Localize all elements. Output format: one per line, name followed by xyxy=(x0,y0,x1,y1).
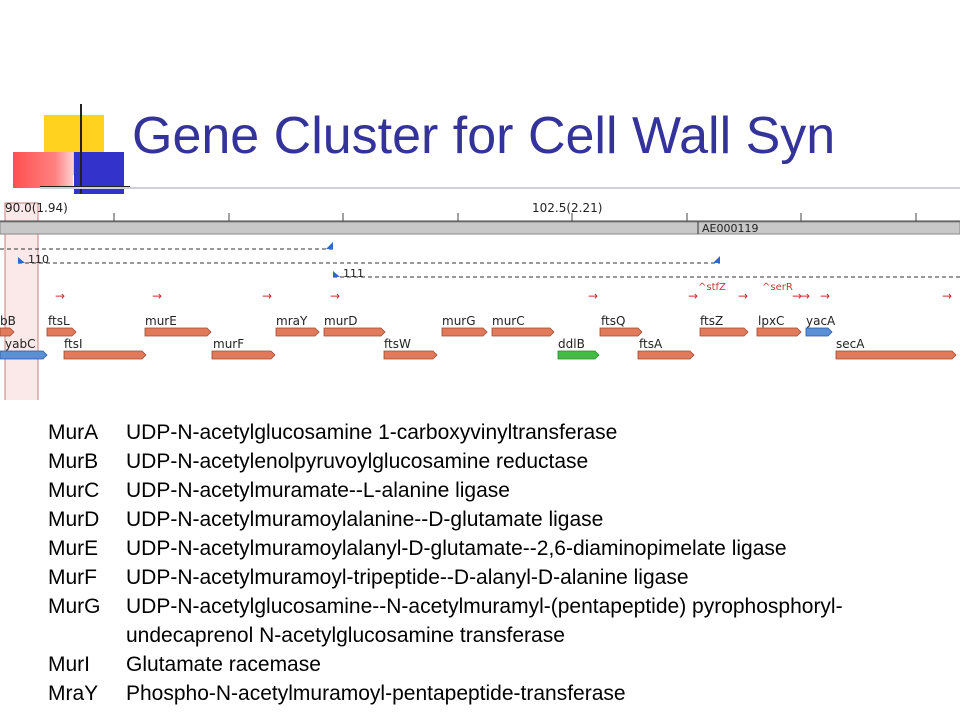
svg-text:→: → xyxy=(738,289,748,303)
selection-highlight xyxy=(4,202,39,400)
gene-label-yacA: yacA xyxy=(806,314,836,328)
title-divider xyxy=(40,187,960,189)
gene-label-ftsA: ftsA xyxy=(639,337,663,351)
logo-red-square xyxy=(13,152,73,188)
enzyme-name: UDP-N-acetylenolpyruvoylglucosamine redu… xyxy=(126,450,589,473)
site-label-stfZ: ^stfZ xyxy=(698,282,726,293)
svg-text:→: → xyxy=(820,289,830,303)
enzyme-name: UDP-N-acetylglucosamine 1-carboxyvinyltr… xyxy=(126,421,618,444)
enzyme-name: UDP-N-acetylmuramoylalanyl-D-glutamate--… xyxy=(126,537,787,560)
svg-text:→: → xyxy=(792,289,802,303)
gene-arrow-bB xyxy=(0,327,15,337)
contig-marker xyxy=(713,256,720,263)
svg-text:→: → xyxy=(262,289,272,303)
gene-arrow-yacA xyxy=(805,327,833,337)
gene-label-murC: murC xyxy=(492,314,525,328)
gene-arrow-murF xyxy=(211,350,276,360)
gene-label-ftsW: ftsW xyxy=(384,337,411,351)
gene-arrow-murC xyxy=(491,327,555,337)
gene-arrow-ftsI xyxy=(63,350,147,360)
enzyme-name: UDP-N-acetylglucosamine--N-acetylmuramyl… xyxy=(126,595,843,618)
contig-marker xyxy=(326,242,333,249)
enzyme-name: undecaprenol N-acetylglucosamine transfe… xyxy=(126,624,565,647)
gene-arrow-murG xyxy=(441,327,488,337)
accession-label: AE000119 xyxy=(702,222,758,235)
svg-text:→: → xyxy=(800,289,810,303)
accession-bar xyxy=(0,221,960,235)
gene-arrow-secA xyxy=(835,350,957,360)
enzyme-symbol: MurB xyxy=(48,450,99,473)
gene-label-ftsI: ftsI xyxy=(64,337,83,351)
gene-label-bB: bB xyxy=(0,314,16,328)
contig-label-110: 110 xyxy=(28,253,49,266)
gene-label-murD: murD xyxy=(324,314,357,328)
gene-arrow-mraY xyxy=(275,327,320,337)
gene-label-lpxC: lpxC xyxy=(758,314,784,328)
svg-text:→: → xyxy=(688,289,698,303)
gene-arrow-yabC xyxy=(0,350,48,360)
svg-text:→: → xyxy=(588,289,598,303)
contig-marker xyxy=(333,271,340,277)
gene-arrow-murE xyxy=(144,327,212,337)
contig-lines xyxy=(0,248,960,278)
enzyme-name: UDP-N-acetylmuramoylalanine--D-glutamate… xyxy=(126,508,604,531)
gene-label-ftsZ: ftsZ xyxy=(700,314,723,328)
enzyme-symbol: MurD xyxy=(48,508,100,531)
genome-browser: 90.0(1.94) 102.5(2.21) AE000119 110 111 … xyxy=(0,201,960,400)
slide-title: Gene Cluster for Cell Wall Syn xyxy=(132,107,836,165)
gene-label-ftsL: ftsL xyxy=(48,314,70,328)
gene-label-secA: secA xyxy=(836,337,865,351)
gene-label-ftsQ: ftsQ xyxy=(601,314,625,328)
gene-label-murF: murF xyxy=(213,337,244,351)
enzyme-name: UDP-N-acetylmuramate--L-alanine ligase xyxy=(126,479,510,502)
svg-text:→: → xyxy=(55,289,65,303)
gene-arrow-ftsQ xyxy=(599,327,643,337)
gene-arrow-ftsA xyxy=(637,350,695,360)
svg-text:→: → xyxy=(330,289,340,303)
scale-label-right: 102.5(2.21) xyxy=(532,201,602,215)
scale-label-left: 90.0(1.94) xyxy=(5,201,68,215)
gene-arrow-ftsW xyxy=(383,350,438,360)
enzyme-symbol: MurF xyxy=(48,566,97,589)
logo-vertical-line xyxy=(80,104,82,194)
site-arrows: → → → → → → → → → → → xyxy=(55,289,952,303)
enzyme-name: Phospho-N-acetylmuramoyl-pentapeptide-tr… xyxy=(126,682,626,705)
gene-arrow-ftsZ xyxy=(699,327,749,337)
gene-label-mraY: mraY xyxy=(276,314,308,328)
enzyme-name: UDP-N-acetylmuramoyl-tripeptide--D-alany… xyxy=(126,566,689,589)
svg-text:→: → xyxy=(942,289,952,303)
contig-marker xyxy=(18,257,25,263)
gene-arrow-murD xyxy=(323,327,386,337)
scale-ruler xyxy=(0,213,960,222)
gene-arrow-ddlB xyxy=(557,350,600,360)
enzyme-symbol: MurC xyxy=(48,479,100,502)
contig-label-111: 111 xyxy=(343,267,364,280)
enzyme-name: Glutamate racemase xyxy=(126,653,321,676)
site-label-serR: ^serR xyxy=(762,282,793,293)
enzyme-symbol: MurA xyxy=(48,421,99,444)
gene-label-murG: murG xyxy=(442,314,476,328)
enzyme-symbol: MraY xyxy=(48,682,99,705)
enzyme-table: MurA UDP-N-acetylglucosamine 1-carboxyvi… xyxy=(38,415,960,720)
gene-label-murE: murE xyxy=(145,314,177,328)
enzyme-symbol: MurE xyxy=(48,537,99,560)
enzyme-symbol: MurG xyxy=(48,595,101,618)
enzyme-symbol: MurI xyxy=(48,653,90,676)
gene-label-ddlB: ddlB xyxy=(558,337,585,351)
svg-text:→: → xyxy=(152,289,162,303)
gene-label-yabC: yabC xyxy=(5,337,35,351)
gene-arrow-ftsL xyxy=(46,327,77,337)
gene-arrow-lpxC xyxy=(756,327,802,337)
